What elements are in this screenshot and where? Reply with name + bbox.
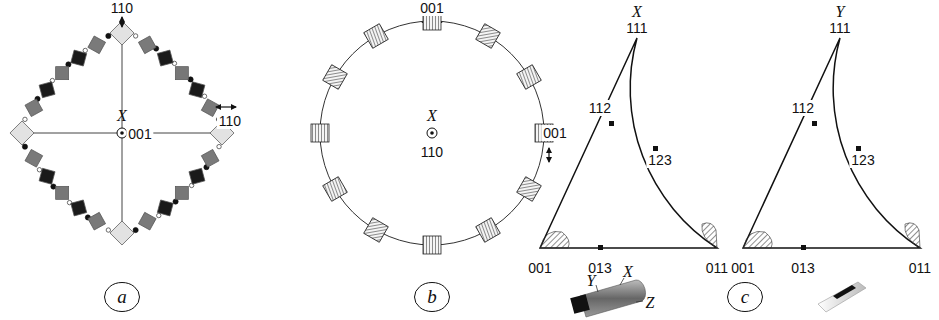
axis-label: Z bbox=[644, 294, 657, 312]
miller-index: 112 bbox=[790, 100, 816, 116]
slab-sample bbox=[818, 282, 866, 312]
miller-index: 001 bbox=[541, 125, 568, 141]
axis-label: X bbox=[630, 3, 644, 21]
miller-index: 111 bbox=[624, 20, 649, 36]
texture-blobs bbox=[540, 223, 920, 248]
hatched-squares bbox=[311, 12, 553, 254]
axis-label: Y bbox=[585, 272, 598, 290]
pole-circle bbox=[320, 21, 544, 245]
miller-index: 123 bbox=[646, 152, 673, 168]
panel-letter: a bbox=[103, 281, 141, 313]
miller-index: 112 bbox=[587, 100, 613, 116]
miller-index: 111 bbox=[827, 20, 852, 36]
panel-label-circle: b bbox=[413, 281, 451, 313]
miller-index: 123 bbox=[849, 152, 876, 168]
rod-sample bbox=[570, 278, 645, 317]
pole-dots bbox=[598, 121, 861, 250]
stereographic-triangles bbox=[540, 38, 920, 248]
orientation-squares bbox=[10, 21, 234, 245]
miller-index: 110 bbox=[419, 144, 445, 160]
miller-index: 001 bbox=[729, 260, 756, 276]
miller-index: 001 bbox=[526, 260, 553, 276]
miller-index: 013 bbox=[789, 260, 816, 276]
panel-letter: c bbox=[726, 281, 764, 313]
axis-label: X bbox=[425, 107, 439, 125]
miller-index: 110 bbox=[217, 113, 243, 129]
miller-index: 001 bbox=[126, 126, 153, 142]
miller-index: 001 bbox=[418, 0, 445, 16]
panel-letter: b bbox=[413, 281, 451, 313]
axis-dot-symbol bbox=[117, 128, 437, 138]
direction-arrows bbox=[122, 17, 549, 162]
axis-cross bbox=[15, 38, 230, 232]
panel-label-circle: a bbox=[103, 281, 141, 313]
miller-index: 011 bbox=[704, 260, 730, 276]
panel-label-circle: c bbox=[726, 281, 764, 313]
axis-label: X bbox=[621, 263, 635, 281]
miller-index: 011 bbox=[907, 260, 933, 276]
axis-label: Y bbox=[834, 3, 847, 21]
miller-index: 110 bbox=[109, 0, 135, 16]
axis-label: X bbox=[115, 107, 129, 125]
